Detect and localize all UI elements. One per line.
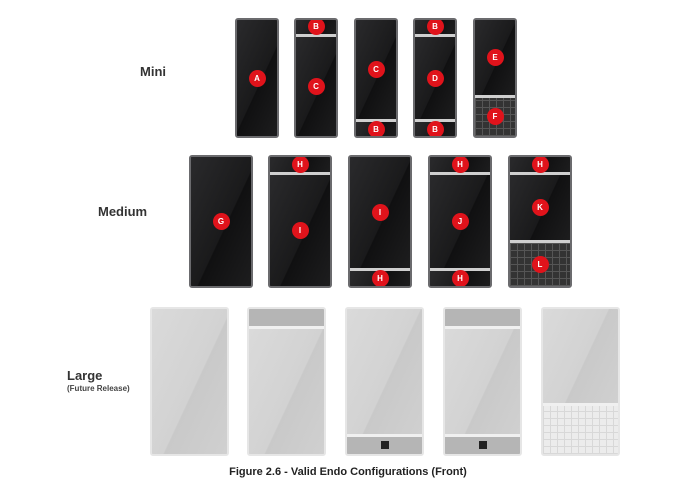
device-mini-1: A <box>235 18 279 138</box>
device-medium-5: H K L <box>508 155 572 288</box>
screen-module: K <box>510 175 570 241</box>
module-badge: G <box>212 213 230 230</box>
module-divider <box>510 240 570 244</box>
row-label-medium: Medium <box>98 204 148 219</box>
screen-module: C <box>296 36 336 136</box>
screen-module <box>347 309 422 434</box>
screen-module: G <box>191 157 251 286</box>
cap-module: B <box>415 20 455 36</box>
figure-caption: Figure 2.6 - Valid Endo Configurations (… <box>229 466 467 478</box>
module-badge: H <box>451 157 469 174</box>
row-label-mini: Mini <box>140 64 166 79</box>
module-divider <box>296 33 336 37</box>
cap-module: H <box>350 269 410 286</box>
module-divider <box>475 94 515 98</box>
module-badge: H <box>291 157 309 174</box>
screen-module <box>249 329 324 454</box>
device-medium-1: G <box>189 155 253 288</box>
module-divider <box>430 172 490 176</box>
screen-module <box>445 329 520 434</box>
module-badge: B <box>426 20 444 36</box>
module-badge: C <box>367 61 385 79</box>
module-divider <box>430 267 490 271</box>
port-icon <box>478 441 487 450</box>
screen-module: A <box>237 20 277 136</box>
module-badge: C <box>307 77 325 95</box>
module-badge: B <box>307 20 325 36</box>
module-divider <box>350 267 410 271</box>
module-divider <box>270 172 330 176</box>
module-badge: F <box>486 108 504 126</box>
cap-module: H <box>510 157 570 174</box>
screen-module: D <box>415 36 455 120</box>
module-divider <box>445 326 520 330</box>
module-badge: J <box>451 213 469 230</box>
module-badge: H <box>531 157 549 174</box>
keyboard-module: F <box>475 97 515 136</box>
cap-module: H <box>430 157 490 174</box>
module-badge: K <box>531 199 549 217</box>
module-divider <box>249 326 324 330</box>
screen-module: C <box>356 20 396 120</box>
module-badge: B <box>426 120 444 136</box>
cap-module: H <box>270 157 330 174</box>
module-divider <box>543 403 618 407</box>
device-large-5 <box>541 307 620 456</box>
module-badge: H <box>451 269 469 286</box>
device-large-2 <box>247 307 326 456</box>
cap-module: B <box>415 120 455 136</box>
device-large-4 <box>443 307 522 456</box>
module-badge: E <box>486 48 504 66</box>
screen-module: I <box>350 157 410 268</box>
cap-module <box>445 436 520 454</box>
device-mini-4: B D B <box>413 18 457 138</box>
cap-module <box>445 309 520 327</box>
screen-module: I <box>270 175 330 286</box>
screen-module: J <box>430 175 490 268</box>
module-badge: I <box>291 222 309 240</box>
port-icon <box>380 441 389 450</box>
row-label-large: Large <box>67 368 103 383</box>
cap-module <box>249 309 324 327</box>
module-badge: L <box>531 256 549 274</box>
screen-module: E <box>475 20 515 95</box>
module-divider <box>415 33 455 37</box>
row-subtitle-large: (Future Release) <box>67 384 130 393</box>
module-divider <box>347 433 422 437</box>
device-medium-4: H J H <box>428 155 492 288</box>
cap-module <box>347 436 422 454</box>
module-badge: B <box>367 120 385 136</box>
device-large-3 <box>345 307 424 456</box>
cap-module: B <box>296 20 336 36</box>
module-badge: D <box>426 69 444 87</box>
module-badge: H <box>371 269 389 286</box>
device-large-1 <box>150 307 229 456</box>
cap-module: H <box>430 269 490 286</box>
module-badge: A <box>248 69 266 87</box>
keyboard-module: L <box>510 243 570 286</box>
module-divider <box>445 433 520 437</box>
cap-module: B <box>356 120 396 136</box>
screen-module <box>543 309 618 404</box>
screen-module <box>152 309 227 454</box>
module-badge: I <box>371 203 389 221</box>
keyboard-module <box>543 406 618 454</box>
module-divider <box>510 172 570 176</box>
